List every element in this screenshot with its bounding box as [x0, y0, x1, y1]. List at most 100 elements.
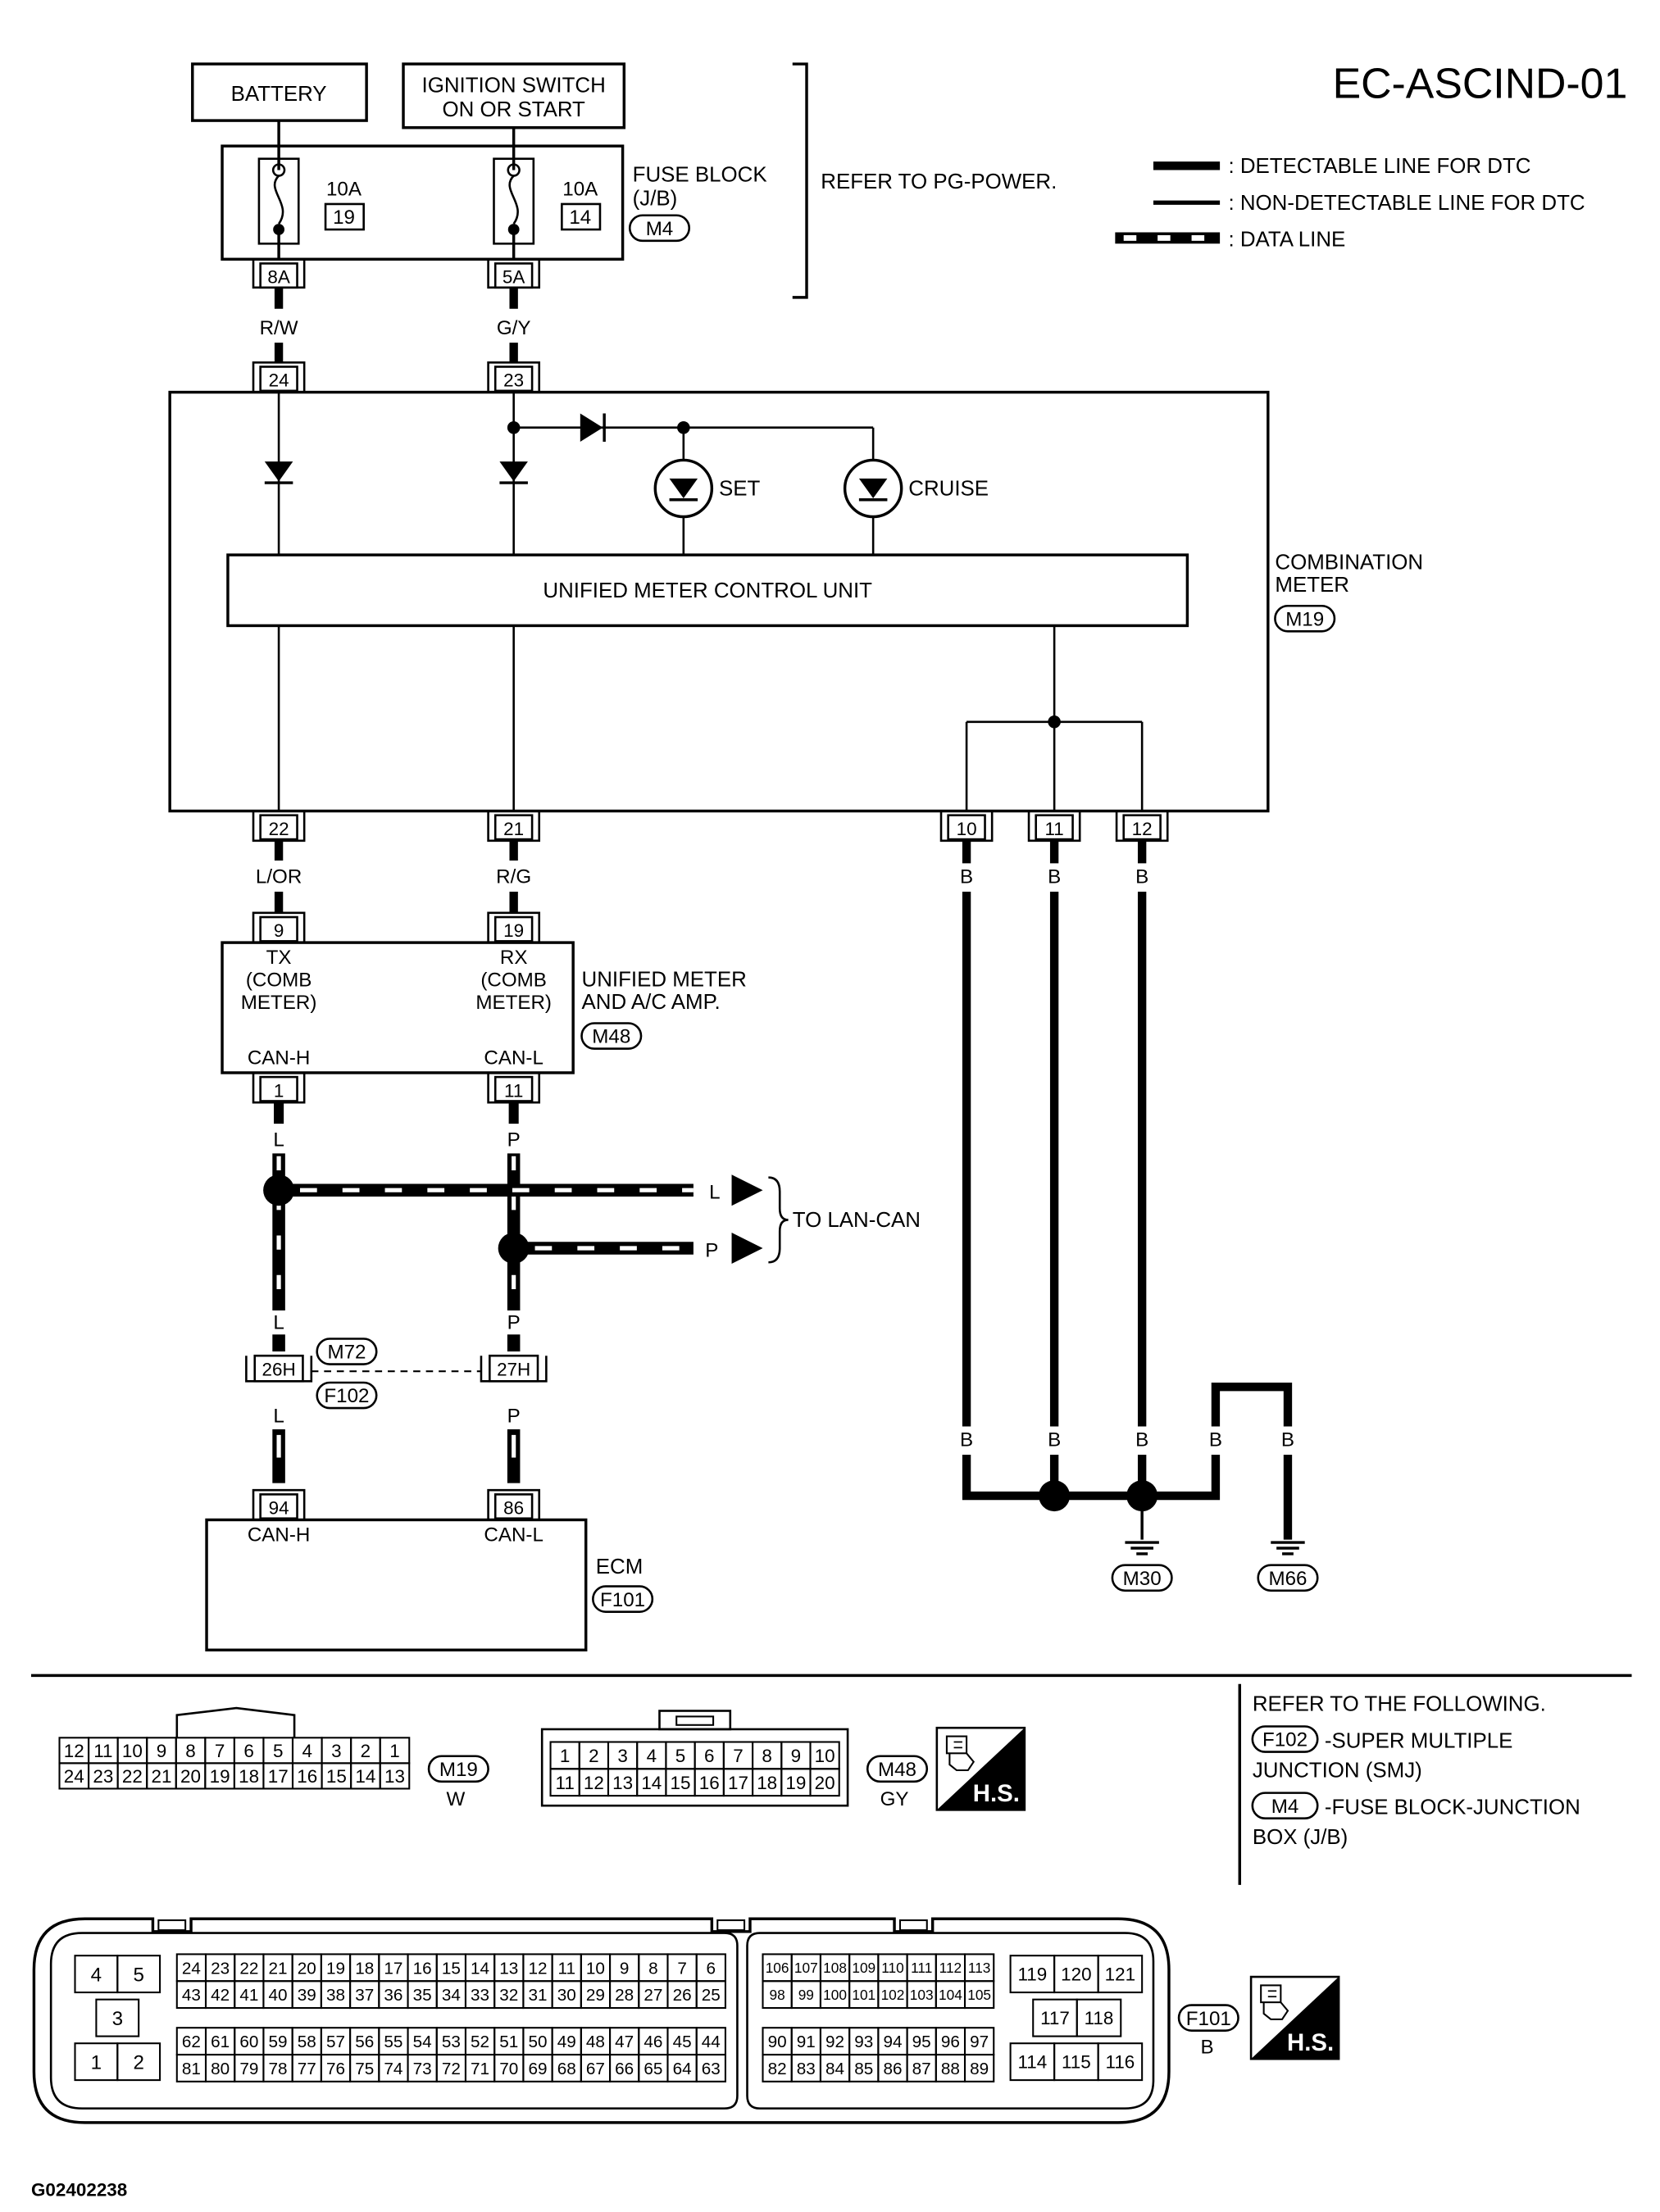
ignition-switch-label: IGNITION SWITCH: [422, 75, 606, 98]
f101-pin-49: 49: [557, 2033, 576, 2051]
unified-meter-amp-box: [221, 941, 575, 1074]
harness-side-badge-2: H.S.: [1249, 1975, 1340, 2060]
f101-pin-12: 12: [528, 1959, 547, 1978]
terminal-21: 21: [487, 811, 541, 843]
f101-pin-76: 76: [326, 2060, 345, 2078]
m19-pin-20: 20: [180, 1766, 201, 1787]
f101-pin-59: 59: [269, 2033, 288, 2051]
m48-pin-3: 3: [617, 1746, 627, 1766]
ecm-can-l-label: CAN-L: [484, 1524, 543, 1546]
amp-comb-label: (COMB: [246, 970, 312, 992]
m19-connector-id: M19: [439, 1759, 478, 1781]
f101-pin-105: 105: [967, 1987, 991, 2003]
svg-text:22: 22: [269, 819, 289, 839]
m19-pin-15: 15: [326, 1766, 347, 1787]
svg-text:86: 86: [503, 1498, 524, 1519]
f101-pin-53: 53: [442, 2033, 461, 2051]
f101-pin-8: 8: [648, 1959, 658, 1978]
f101-pin-50: 50: [528, 2033, 547, 2051]
amp-meter-label: METER): [241, 992, 317, 1014]
svg-text:21: 21: [503, 819, 524, 839]
terminal-10: 10: [939, 811, 994, 843]
diode-icon: [263, 460, 295, 484]
amp-meter-label-2: METER): [475, 992, 552, 1014]
figure-id: G02402238: [31, 2180, 127, 2201]
f101-pin-1: 1: [91, 2051, 102, 2073]
f101-pin-10: 10: [586, 1959, 605, 1978]
m48-pin-14: 14: [641, 1773, 662, 1793]
ignition-switch-label-2: ON OR START: [442, 98, 585, 121]
wire-color-lor: L/OR: [256, 866, 302, 888]
f101-pin-89: 89: [970, 2060, 989, 2078]
legend-data-line: : DATA LINE: [1228, 229, 1345, 252]
terminal-86: 86: [487, 1488, 541, 1520]
m19-pin-22: 22: [122, 1766, 143, 1787]
terminal-27h: 27H: [480, 1354, 548, 1383]
svg-text:11: 11: [504, 1080, 523, 1101]
wire-b-11: B: [1048, 866, 1061, 888]
f101-pin-52: 52: [471, 2033, 489, 2051]
f101-pin-57: 57: [326, 2033, 345, 2051]
f101-pin-42: 42: [211, 1986, 230, 2005]
m19-pin-18: 18: [239, 1766, 259, 1787]
f101-pin-6: 6: [707, 1959, 716, 1978]
f101-pin-45: 45: [673, 2033, 692, 2051]
m19-pin-23: 23: [93, 1766, 113, 1787]
f101-pin-14: 14: [471, 1959, 489, 1978]
ground-m30-icon: [1123, 1541, 1161, 1556]
m48-pin-20: 20: [815, 1773, 835, 1793]
f101-pin-11: 11: [557, 1959, 575, 1978]
legend: : DETECTABLE LINE FOR DTC : NON-DETECTAB…: [1115, 155, 1585, 252]
f101-pin-80: 80: [211, 2060, 230, 2078]
f101-pin-13: 13: [499, 1959, 518, 1978]
m48-pin-19: 19: [785, 1773, 806, 1793]
f101-pin-16: 16: [413, 1959, 432, 1978]
m48-pin-18: 18: [757, 1773, 777, 1793]
page-title: EC-ASCIND-01: [1333, 59, 1628, 107]
f101-pin-38: 38: [326, 1986, 345, 2005]
unified-meter-control-unit: [226, 553, 1189, 628]
f101-pin-94: 94: [883, 2033, 902, 2051]
fuse-19-amp: 10A: [326, 179, 362, 201]
f101-pin-61: 61: [211, 2033, 230, 2051]
m19-color: W: [446, 1788, 465, 1810]
wire-b-m66: B: [1281, 1429, 1294, 1451]
legend-detectable: : DETECTABLE LINE FOR DTC: [1228, 155, 1530, 178]
reference-f102-desc-2: JUNCTION (SMJ): [1253, 1760, 1422, 1783]
f101-pin-70: 70: [499, 2060, 518, 2078]
m19-pin-12: 12: [64, 1741, 84, 1761]
wire-b-10-lower: B: [960, 1429, 973, 1451]
m19-pin-8: 8: [185, 1741, 195, 1761]
arrow-right-icon: [731, 1233, 763, 1264]
wire-b-m30-link: B: [1209, 1429, 1222, 1451]
refer-bracket: [792, 62, 808, 299]
ground-m66-icon: [1269, 1541, 1307, 1556]
m48-pin-8: 8: [762, 1746, 771, 1766]
amp-tx-label: TX: [266, 947, 292, 969]
control-unit-label: UNIFIED METER CONTROL UNIT: [543, 579, 872, 602]
amp-can-h-label: CAN-H: [248, 1047, 311, 1070]
battery-label: BATTERY: [231, 83, 327, 106]
svg-text:5A: 5A: [503, 267, 525, 288]
f101-pin-119: 119: [1017, 1964, 1047, 1985]
fuse-block-label: FUSE BLOCK: [633, 163, 767, 186]
f101-pin-31: 31: [528, 1986, 547, 2005]
svg-text:1: 1: [274, 1080, 284, 1101]
f101-pin-88: 88: [941, 2060, 960, 2078]
m19-pin-24: 24: [64, 1766, 84, 1787]
f101-pin-85: 85: [854, 2060, 873, 2078]
f101-pin-81: 81: [182, 2060, 201, 2078]
f101-pin-104: 104: [939, 1987, 962, 2003]
harness-side-badge: H.S.: [935, 1726, 1026, 1811]
combination-meter-label-2: METER: [1275, 574, 1349, 597]
battery-box: [191, 62, 368, 122]
f101-pin-83: 83: [797, 2060, 816, 2078]
lan-brace: [768, 1176, 789, 1264]
f101-pin-113: 113: [968, 1960, 991, 1976]
f101-pin-9: 9: [620, 1959, 630, 1978]
f101-pin-19: 19: [326, 1959, 345, 1978]
fuse-block-connector: M4: [646, 218, 674, 240]
combination-meter-connector: M19: [1285, 608, 1324, 630]
f101-pin-56: 56: [355, 2033, 374, 2051]
